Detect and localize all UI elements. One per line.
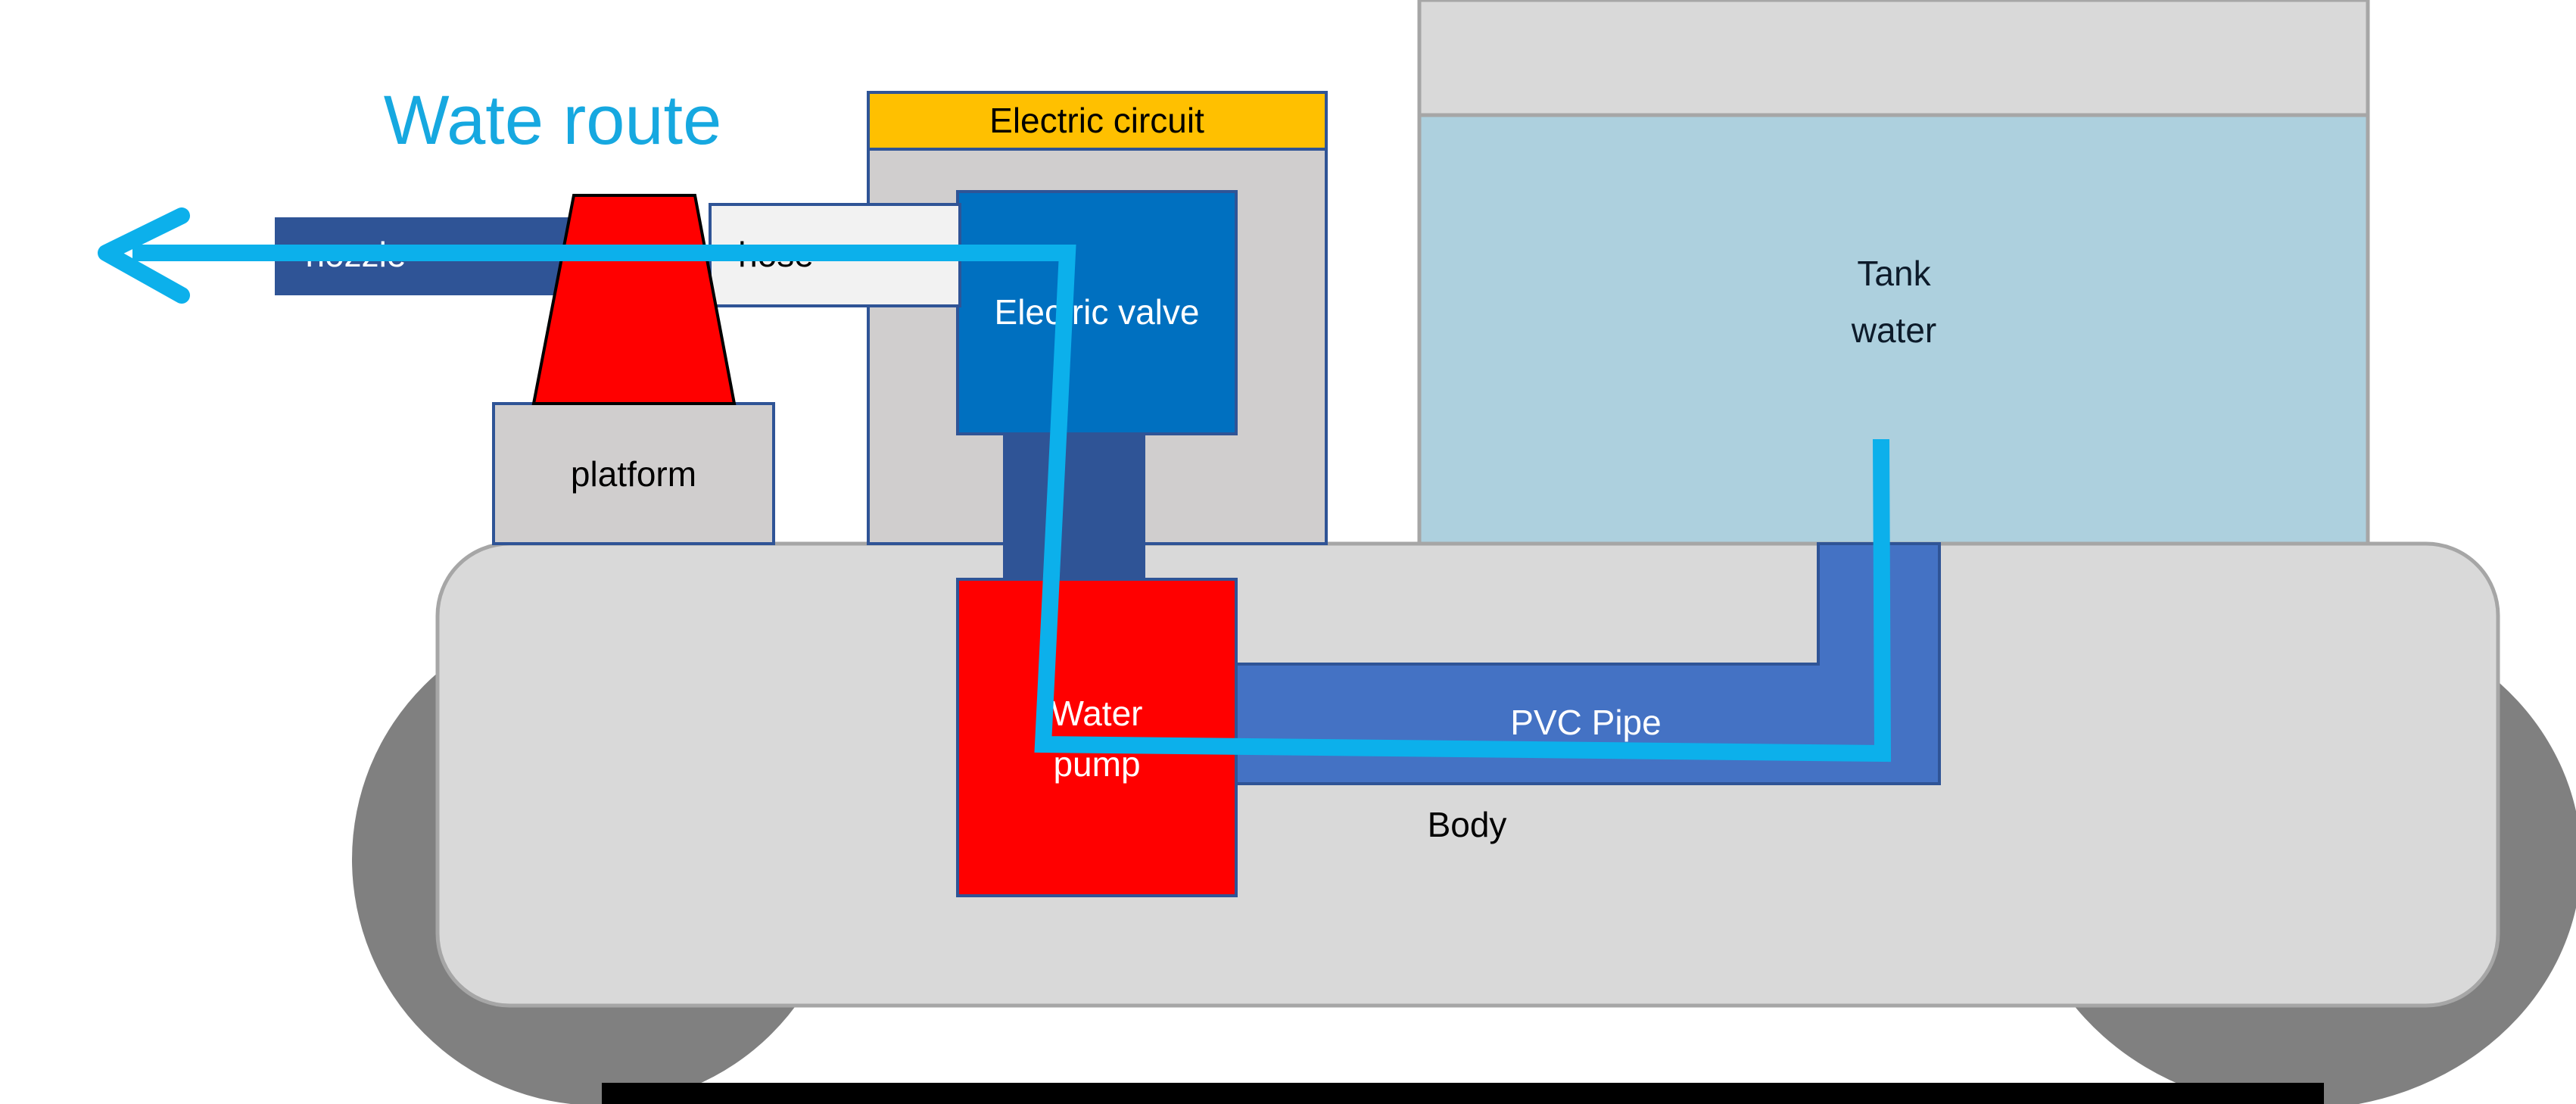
- water-pump-label-line1: Water: [1051, 694, 1143, 733]
- water-route-line: [132, 245, 1892, 763]
- tank-label-line1: Tank: [1857, 254, 1931, 293]
- pvc-pipe-label: PVC Pipe: [1510, 703, 1661, 742]
- platform-label: platform: [571, 454, 696, 494]
- tank-label-line2: water: [1851, 310, 1936, 350]
- ground-line: [602, 1083, 2324, 1104]
- electric-circuit-header: [867, 91, 1328, 151]
- body-label: Body: [1428, 805, 1507, 844]
- tank-water: [1417, 113, 2370, 547]
- valve-pump-connector: [1003, 432, 1145, 583]
- platform: [492, 402, 775, 545]
- electric-valve: [956, 190, 1238, 435]
- water-route-arrowhead: [98, 207, 190, 304]
- electric-valve-label: Electric valve: [995, 292, 1200, 332]
- electric-circuit-label: Electric circuit: [989, 101, 1204, 140]
- diagram-title: Wate route: [384, 82, 722, 159]
